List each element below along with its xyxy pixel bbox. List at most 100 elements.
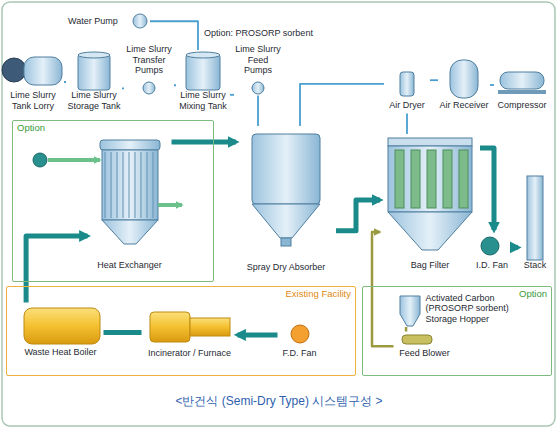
hx-body xyxy=(102,150,158,220)
facility-region: Existing FacilityWaste Heat Boiler Incine… xyxy=(6,286,356,376)
duct-connector xyxy=(480,148,494,230)
compressor: Compressor xyxy=(494,66,550,114)
absorber-outlet xyxy=(281,238,291,246)
duct-connector xyxy=(26,236,87,303)
hopper-symbol xyxy=(400,296,420,326)
furnace-symbol xyxy=(150,312,190,342)
pump-symbol xyxy=(133,14,147,28)
fan: F.D. Fan xyxy=(278,318,322,362)
equipment-label: Lime Slurry Transfer Pumps xyxy=(124,44,174,76)
equipment-label: Stack xyxy=(518,260,552,271)
feed-connector xyxy=(372,232,394,346)
hx-tubes xyxy=(104,152,156,218)
filter-header xyxy=(388,138,472,146)
frame xyxy=(2,2,555,426)
absorber-cone xyxy=(252,204,320,238)
bag-filter: Bag Filter xyxy=(380,134,480,274)
line-connector xyxy=(257,96,259,126)
pump-symbol xyxy=(252,82,264,94)
hx-hopper xyxy=(102,220,158,244)
cooling-fan xyxy=(33,153,47,167)
equipment-label: Air Receiver xyxy=(438,100,490,111)
tank: Lime Slurry Storage Tank xyxy=(66,50,122,114)
line-connector xyxy=(230,94,234,96)
lorry-cab xyxy=(2,58,26,82)
tank-symbol xyxy=(186,54,220,90)
hopper: Activated Carbon (PROSORP sorbent) Stora… xyxy=(396,292,528,328)
blower-symbol xyxy=(402,335,432,344)
equipment-label: F.D. Fan xyxy=(278,348,322,359)
equipment-label: Bag Filter xyxy=(380,260,480,271)
pump: Lime Slurry Feed Pumps xyxy=(234,44,282,96)
equipment-label: Feed Blower xyxy=(394,348,456,359)
furnace: Incinerator / Furnace xyxy=(142,298,238,362)
equipment-label: I.D. Fan xyxy=(472,260,512,271)
pump-symbol xyxy=(143,82,155,94)
stack-symbol xyxy=(527,176,543,260)
equipment-label: Incinerator / Furnace xyxy=(142,348,238,359)
feed-connector xyxy=(405,327,408,331)
tank-symbol xyxy=(78,54,110,90)
equipment-label: Lime Slurry Storage Tank xyxy=(66,90,122,111)
line-connector xyxy=(406,114,408,134)
lorry: Lime Slurry Tank Lorry xyxy=(2,50,64,114)
absorber: Spray Dry Absorber xyxy=(236,126,336,276)
equipment-label: Water Pump xyxy=(68,16,128,27)
boiler-symbol xyxy=(24,308,100,344)
equipment-label: Lime Slurry Mixing Tank xyxy=(176,90,230,111)
filter-bags xyxy=(395,150,468,208)
equipment-label: Lime Slurry Tank Lorry xyxy=(2,90,64,111)
equipment-label: Spray Dry Absorber xyxy=(236,262,336,273)
tank: Lime Slurry Mixing Tank xyxy=(176,50,230,114)
equipment-label: Compressor xyxy=(494,100,550,111)
compressor-base xyxy=(498,90,546,94)
fan-symbol xyxy=(291,325,309,343)
region-label: Existing Facility xyxy=(7,287,355,300)
absorber-body xyxy=(252,134,320,204)
dryer-symbol xyxy=(400,72,414,96)
equipment-label: Waste Heat Boiler xyxy=(18,347,104,358)
heat-exchanger: Heat Exchanger xyxy=(88,128,172,274)
pump: Lime Slurry Transfer Pumps xyxy=(124,44,174,96)
air-dryer: Air Dryer xyxy=(384,68,430,114)
region-label: Option xyxy=(13,121,213,134)
duct-connector xyxy=(512,245,518,250)
caption: <반건식 (Semi-Dry Type) 시스템구성 > xyxy=(0,393,558,410)
filter-hopper xyxy=(388,212,472,250)
tank-top xyxy=(186,52,220,58)
cooling-air-in xyxy=(48,158,100,162)
cooling-air-out xyxy=(158,203,182,207)
boiler: Waste Heat Boiler xyxy=(18,303,104,361)
duct-connector xyxy=(336,200,380,231)
hx-cap xyxy=(100,140,160,150)
lorry-tank xyxy=(24,57,62,85)
line-connector xyxy=(174,84,176,86)
air-receiver: Air Receiver xyxy=(438,58,490,114)
line-connector xyxy=(300,84,384,126)
blower: Feed Blower xyxy=(394,332,456,362)
option-note: Option: PROSORP sorbent xyxy=(204,28,313,38)
duct-connector xyxy=(104,330,142,335)
option-region: OptionActivated Carbon (PROSORP sorbent)… xyxy=(362,286,552,376)
line-connector xyxy=(122,88,124,90)
furnace-duct xyxy=(190,318,230,336)
duct-connector xyxy=(238,332,278,337)
fan-symbol xyxy=(481,237,499,255)
equipment-label: Air Dryer xyxy=(384,100,430,111)
option-region: OptionHeat Exchanger xyxy=(12,120,214,282)
line-connector xyxy=(64,81,66,83)
equipment-label: Lime Slurry Feed Pumps xyxy=(234,44,282,76)
compressor-symbol xyxy=(500,72,544,89)
stack: Stack xyxy=(518,172,552,274)
pump: Water Pump xyxy=(66,13,150,30)
fan: I.D. Fan xyxy=(472,230,512,274)
line-connector xyxy=(490,84,494,86)
equipment-label: Heat Exchanger xyxy=(88,260,172,271)
duct-connector xyxy=(172,140,237,145)
line-connector xyxy=(430,79,438,81)
tank-top xyxy=(78,52,110,58)
equipment-label: Activated Carbon (PROSORP sorbent) Stora… xyxy=(426,293,528,325)
